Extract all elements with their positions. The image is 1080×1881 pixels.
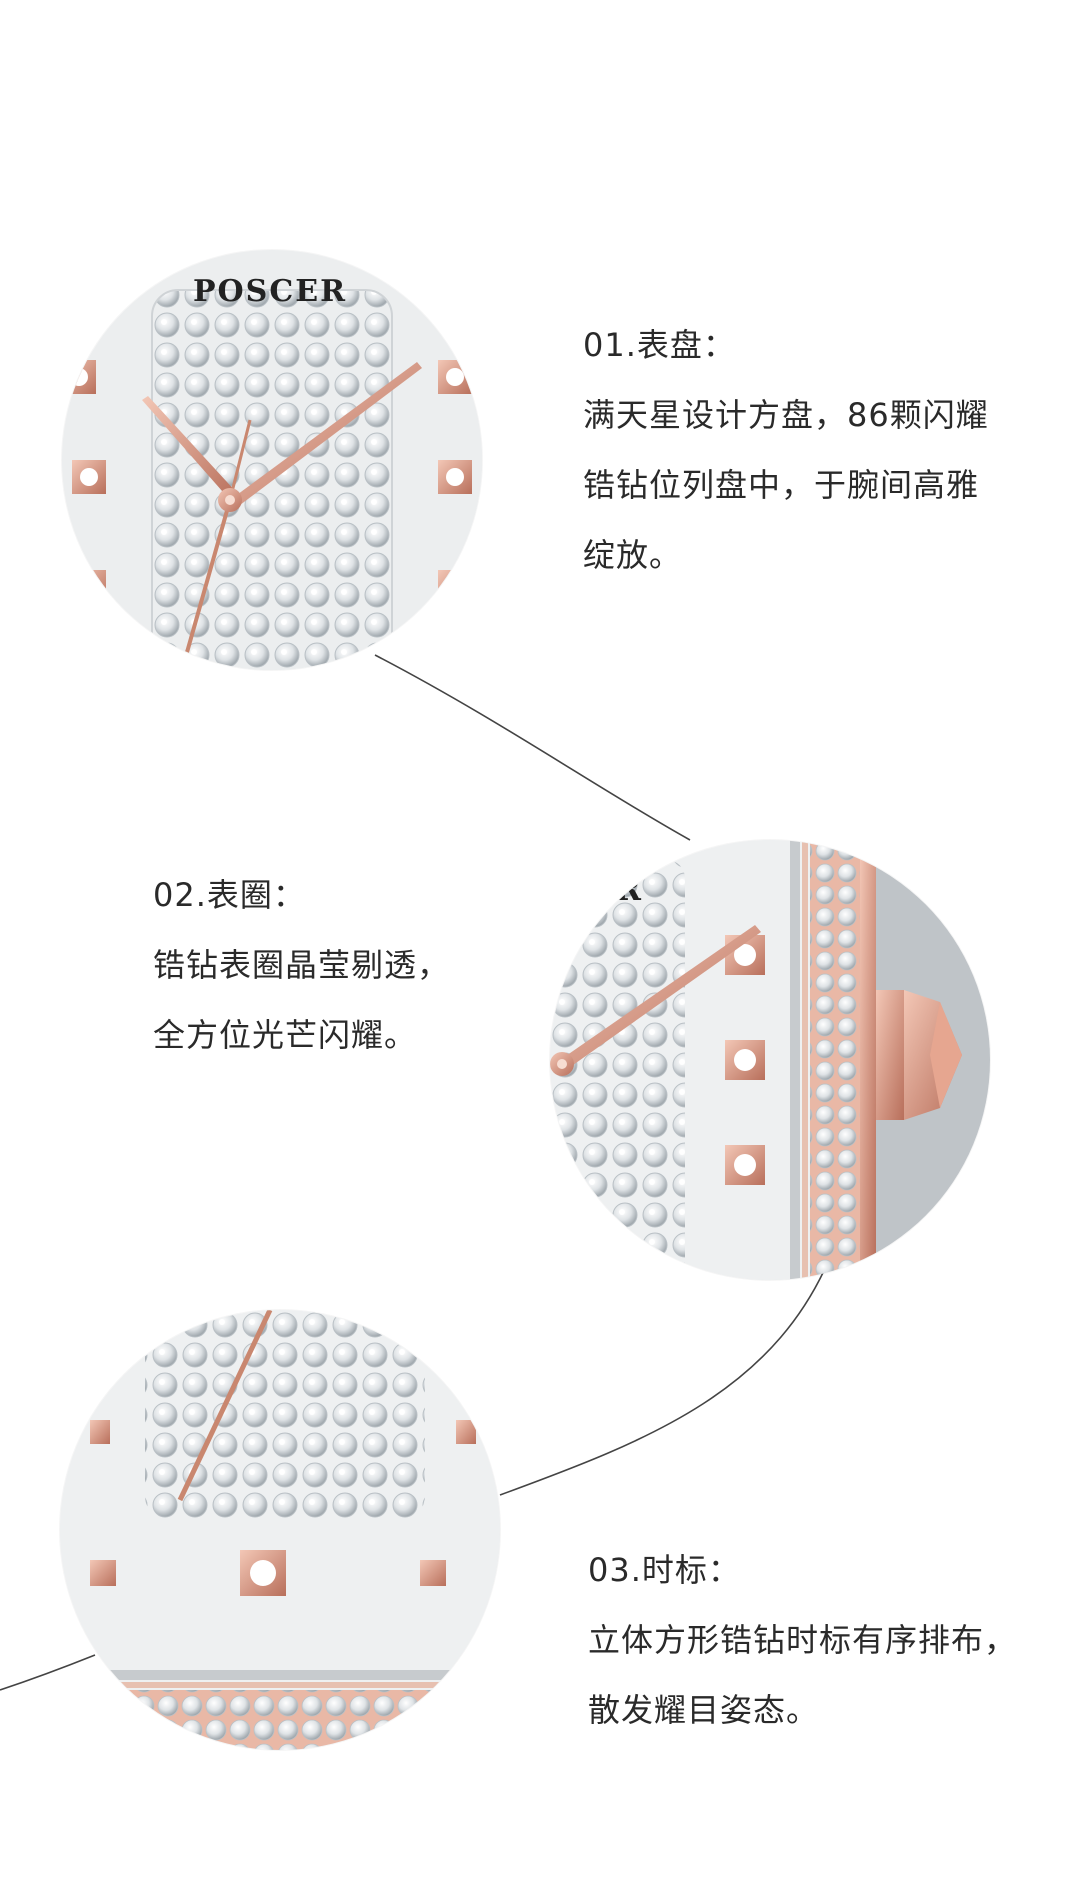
feature-bezel-title: 02.表圈：	[153, 876, 306, 914]
feature-bezel-line-1: 锆钻表圈晶莹剔透，	[153, 946, 451, 984]
feature-dial-title: 01.表盘：	[583, 326, 736, 364]
feature-markers-line-2: 散发耀目姿态。	[588, 1691, 820, 1729]
feature-markers-title: 03.时标：	[588, 1551, 741, 1589]
feature-markers-text: 03.时标： 立体方形锆钻时标有序排布， 散发耀目姿态。	[588, 1535, 1058, 1745]
feature-markers-line-1: 立体方形锆钻时标有序排布，	[588, 1621, 1018, 1659]
bezel-closeup-image: ER	[550, 840, 990, 1280]
brand-logo-partial: ER	[590, 870, 641, 908]
feature-dial-line-3: 绽放。	[583, 536, 683, 574]
feature-bezel-text: 02.表圈： 锆钻表圈晶莹剔透， 全方位光芒闪耀。	[153, 860, 573, 1070]
connector-line-2	[499, 1244, 836, 1496]
feature-dial-line-1: 满天星设计方盘，86颗闪耀	[583, 396, 989, 434]
dial-closeup-image: POSCER	[62, 250, 482, 670]
connector-line-3	[0, 1654, 96, 1691]
brand-logo: POSCER	[192, 274, 348, 309]
feature-dial-text: 01.表盘： 满天星设计方盘，86颗闪耀 锆钻位列盘中，于腕间高雅 绽放。	[583, 310, 1043, 590]
feature-dial-line-2: 锆钻位列盘中，于腕间高雅	[583, 466, 980, 504]
connector-line-1	[374, 654, 691, 841]
feature-bezel-line-2: 全方位光芒闪耀。	[153, 1016, 418, 1054]
markers-closeup-image	[60, 1310, 500, 1750]
